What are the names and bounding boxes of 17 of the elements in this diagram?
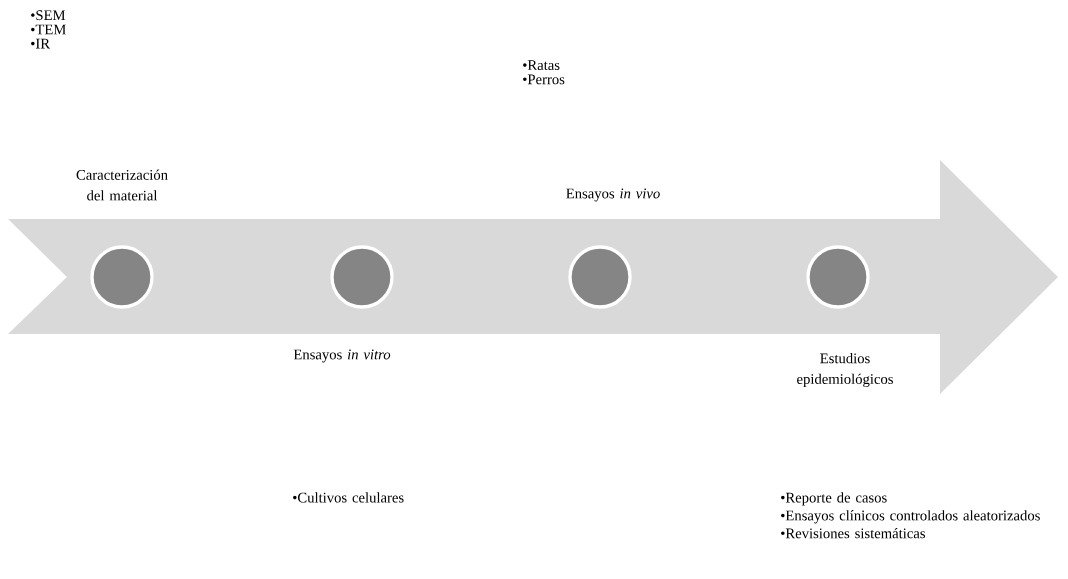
stage-label: Ensayos in vitro [293, 349, 391, 363]
bullet-item: •Revisiones sistemáticas [781, 528, 925, 539]
stage-circle [568, 245, 632, 309]
bullet-item: •Reporte de casos [781, 492, 887, 506]
bullet-item: •Perros [523, 74, 565, 85]
bullet-item: •Ensayos clínicos controlados aleatorizados [781, 510, 1040, 524]
stage-circle [330, 245, 394, 309]
stage-circle [806, 245, 870, 309]
bullet-item: •TEM [31, 24, 66, 35]
stage-label: Estudios epidemiológicos [797, 353, 893, 387]
stage-circle [90, 245, 154, 309]
stage-label: Ensayos in vivo [566, 188, 660, 202]
bullet-item: •Cultivos celulares [293, 492, 404, 503]
bullet-item: •IR [31, 38, 51, 49]
bullet-item: •Ratas [523, 60, 560, 70]
bullet-item: •SEM [31, 10, 66, 21]
stage-label: Caracterización del material [76, 169, 168, 201]
